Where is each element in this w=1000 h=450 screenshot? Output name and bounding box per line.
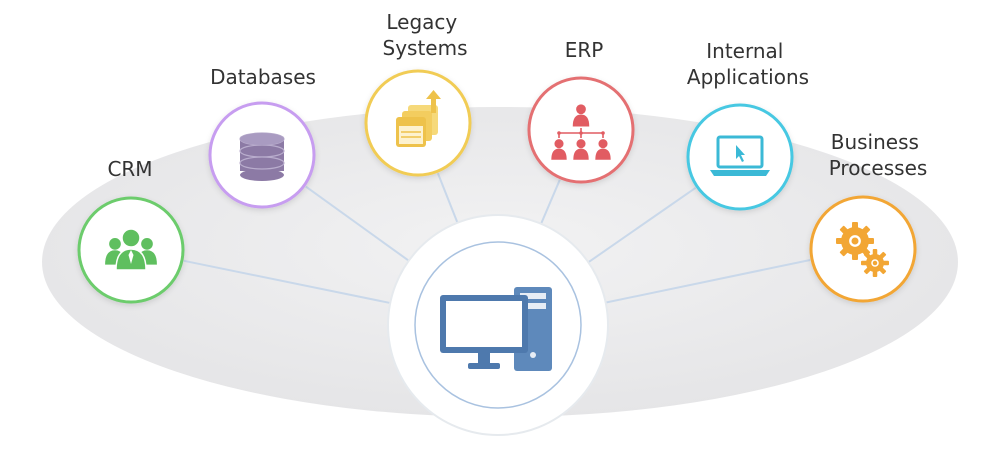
node-label-crm: CRM	[107, 157, 152, 181]
connector-line-business-processes	[587, 259, 811, 308]
node-crm: CRM	[77, 157, 185, 304]
node-label-business-processes: Business Processes	[829, 130, 928, 180]
laptop-icon	[710, 135, 770, 176]
users-icon	[105, 228, 157, 271]
node-label-legacy-systems: Legacy Systems	[383, 10, 468, 60]
node-legacy-systems: Legacy Systems	[364, 10, 472, 177]
node-label-internal-applications: Internal Applications	[687, 39, 809, 89]
node-internal-applications: Internal Applications	[686, 39, 809, 211]
connector-line-internal-applications	[573, 186, 697, 274]
connector-line-databases	[305, 185, 424, 273]
org-chart-icon	[551, 104, 611, 160]
gears-icon	[836, 222, 889, 277]
legacy-windows-icon	[396, 90, 441, 147]
center-hub	[387, 214, 609, 436]
connector-line-crm	[183, 259, 409, 308]
node-business-processes: Business Processes	[809, 130, 928, 303]
node-label-erp: ERP	[565, 38, 604, 62]
desktop-computer-icon	[440, 287, 552, 371]
node-databases: Databases	[208, 65, 316, 209]
node-label-databases: Databases	[210, 65, 316, 89]
database-icon	[239, 132, 285, 181]
node-erp: ERP	[527, 38, 635, 184]
outer-nodes: CRM Databases Legacy Systems ERP	[77, 10, 928, 304]
